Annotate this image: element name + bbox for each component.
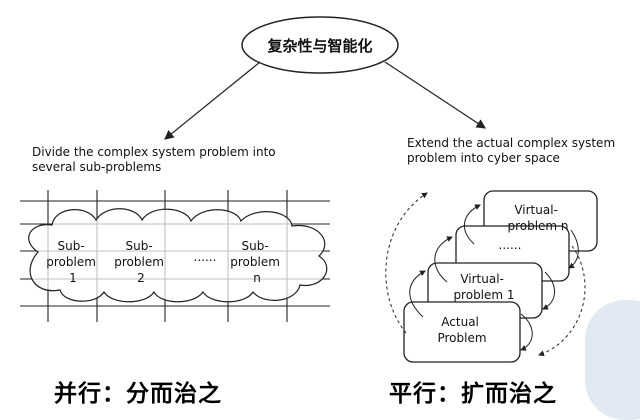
- complexity-ellipse: [241, 16, 399, 74]
- inner-left-arrow-3: [464, 204, 481, 245]
- inner-right-arrow-2: [542, 271, 555, 310]
- subproblem-n-label: Sub- problem n: [230, 239, 283, 285]
- actual-problem-line-1: Actual: [441, 315, 479, 329]
- left-caption: Divide the complex system problem into s…: [32, 145, 276, 174]
- right-caption: Extend the actual complex system problem…: [407, 136, 616, 165]
- virtual-problem-ellipsis-label: ......: [499, 238, 522, 252]
- virtual-problem-n-label: Virtual- problem n: [507, 203, 568, 233]
- arrow-to-parallel-divide: [164, 61, 261, 140]
- subproblem-1-label: Sub- problem 1: [46, 239, 99, 285]
- inner-left-arrow-2: [434, 236, 453, 283]
- virtual-problem-1-line-2: problem 1: [453, 288, 514, 302]
- subproblem-1-line-2: problem: [46, 255, 96, 269]
- parallel-extend-title: 平行：扩而治之: [389, 381, 557, 407]
- virtual-problem-n-line-1: Virtual-: [514, 203, 558, 217]
- virtual-problem-1-label: Virtual- problem 1: [453, 272, 514, 302]
- actual-problem-line-2: Problem: [437, 331, 486, 345]
- inner-left-arrow-1: [409, 270, 426, 318]
- subproblem-cloud: [28, 208, 328, 303]
- complexity-ellipse-label: 复杂性与智能化: [266, 37, 372, 55]
- actual-problem-label: Actual Problem: [437, 315, 486, 345]
- virtual-problem-n-line-2: problem n: [507, 219, 568, 233]
- inner-right-arrow-1: [568, 229, 579, 269]
- subproblem-2-line-1: Sub-: [126, 239, 153, 253]
- parallel-divide-title: 并行：分而治之: [54, 381, 222, 407]
- subproblem-2-line-2: problem: [114, 255, 164, 269]
- virtual-problem-1-line-1: Virtual-: [460, 272, 504, 286]
- subproblem-ellipsis: ......: [194, 250, 217, 264]
- subproblem-2-label: Sub- problem 2: [114, 239, 167, 285]
- subproblem-n-line-1: Sub-: [242, 239, 269, 253]
- subproblem-1-line-1: Sub-: [58, 239, 85, 253]
- virtual-problem-stack: [403, 190, 598, 363]
- subproblem-1-line-3: 1: [69, 271, 77, 285]
- actual-problem-card: [403, 301, 521, 363]
- subproblem-n-line-2: problem: [230, 255, 280, 269]
- subproblem-2-line-3: 2: [137, 271, 145, 285]
- outer-left-cycle-arrow: [385, 192, 428, 334]
- subproblem-n-line-3: n: [253, 271, 261, 285]
- arrow-to-parallel-extend: [384, 61, 487, 129]
- watermark-seal: [585, 300, 640, 420]
- outer-right-cycle-arrow: [538, 245, 586, 357]
- inner-right-arrow-3: [520, 313, 533, 351]
